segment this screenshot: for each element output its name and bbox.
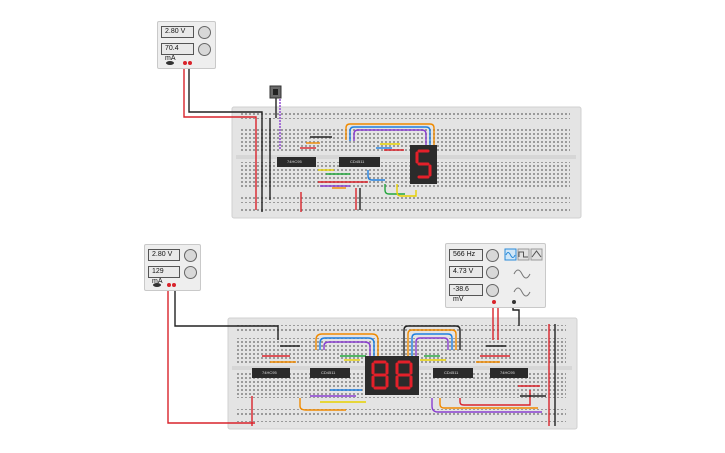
top-seven-segment-display[interactable] (410, 145, 437, 184)
top-psu-voltage-display: 2.80 V (161, 26, 194, 38)
bottom-chip-2-label: CD4511 (321, 370, 336, 375)
push-button-icon[interactable] (269, 85, 282, 99)
triangle-wave-icon (530, 248, 543, 261)
bottom-chip-1[interactable] (252, 368, 290, 378)
bottom-chip-1-label: 74HC95 (262, 370, 277, 375)
bottom-chip-4[interactable] (490, 368, 528, 378)
bottom-psu-terminals[interactable] (148, 281, 188, 289)
knob-icon[interactable] (198, 26, 211, 39)
top-wires (183, 64, 435, 212)
fg-terminals[interactable] (486, 299, 526, 307)
bottom-chip-3-label: CD4511 (444, 370, 459, 375)
top-psu-terminals[interactable] (161, 59, 201, 67)
fg-amplitude-display: 4.73 V (449, 266, 483, 278)
knob-icon[interactable] (184, 266, 197, 279)
knob-icon[interactable] (486, 284, 499, 297)
fg-waveform-buttons[interactable] (504, 248, 544, 262)
fg-waveform-previews (513, 269, 531, 297)
bottom-psu-current-display: 129 mA (148, 266, 180, 285)
bottom-wires (167, 285, 556, 426)
knob-icon[interactable] (486, 249, 499, 262)
bottom-psu-voltage-display: 2.80 V (148, 249, 180, 261)
top-chip-2-label: CD4511 (350, 159, 365, 164)
fg-offset-display: -38.6 mV (449, 284, 483, 303)
top-psu-current-display: 70.4 mA (161, 43, 194, 62)
bottom-chip-2[interactable] (310, 368, 350, 378)
bottom-seven-segment-display[interactable] (365, 356, 419, 395)
function-generator[interactable]: 566 Hz 4.73 V -38.6 mV (445, 243, 546, 308)
top-power-supply[interactable]: 2.80 V 70.4 mA (157, 21, 216, 69)
top-chip-2[interactable] (339, 157, 380, 167)
knob-icon[interactable] (198, 43, 211, 56)
top-chip-1[interactable] (277, 157, 316, 167)
knob-icon[interactable] (184, 249, 197, 262)
bottom-power-supply[interactable]: 2.80 V 129 mA (144, 244, 201, 291)
bottom-chip-4-label: 74HC95 (500, 370, 515, 375)
knob-icon[interactable] (486, 266, 499, 279)
fg-frequency-display: 566 Hz (449, 249, 483, 261)
top-chip-1-label: 74HC95 (287, 159, 302, 164)
top-breadboard[interactable] (231, 106, 582, 219)
bottom-chip-3[interactable] (433, 368, 473, 378)
